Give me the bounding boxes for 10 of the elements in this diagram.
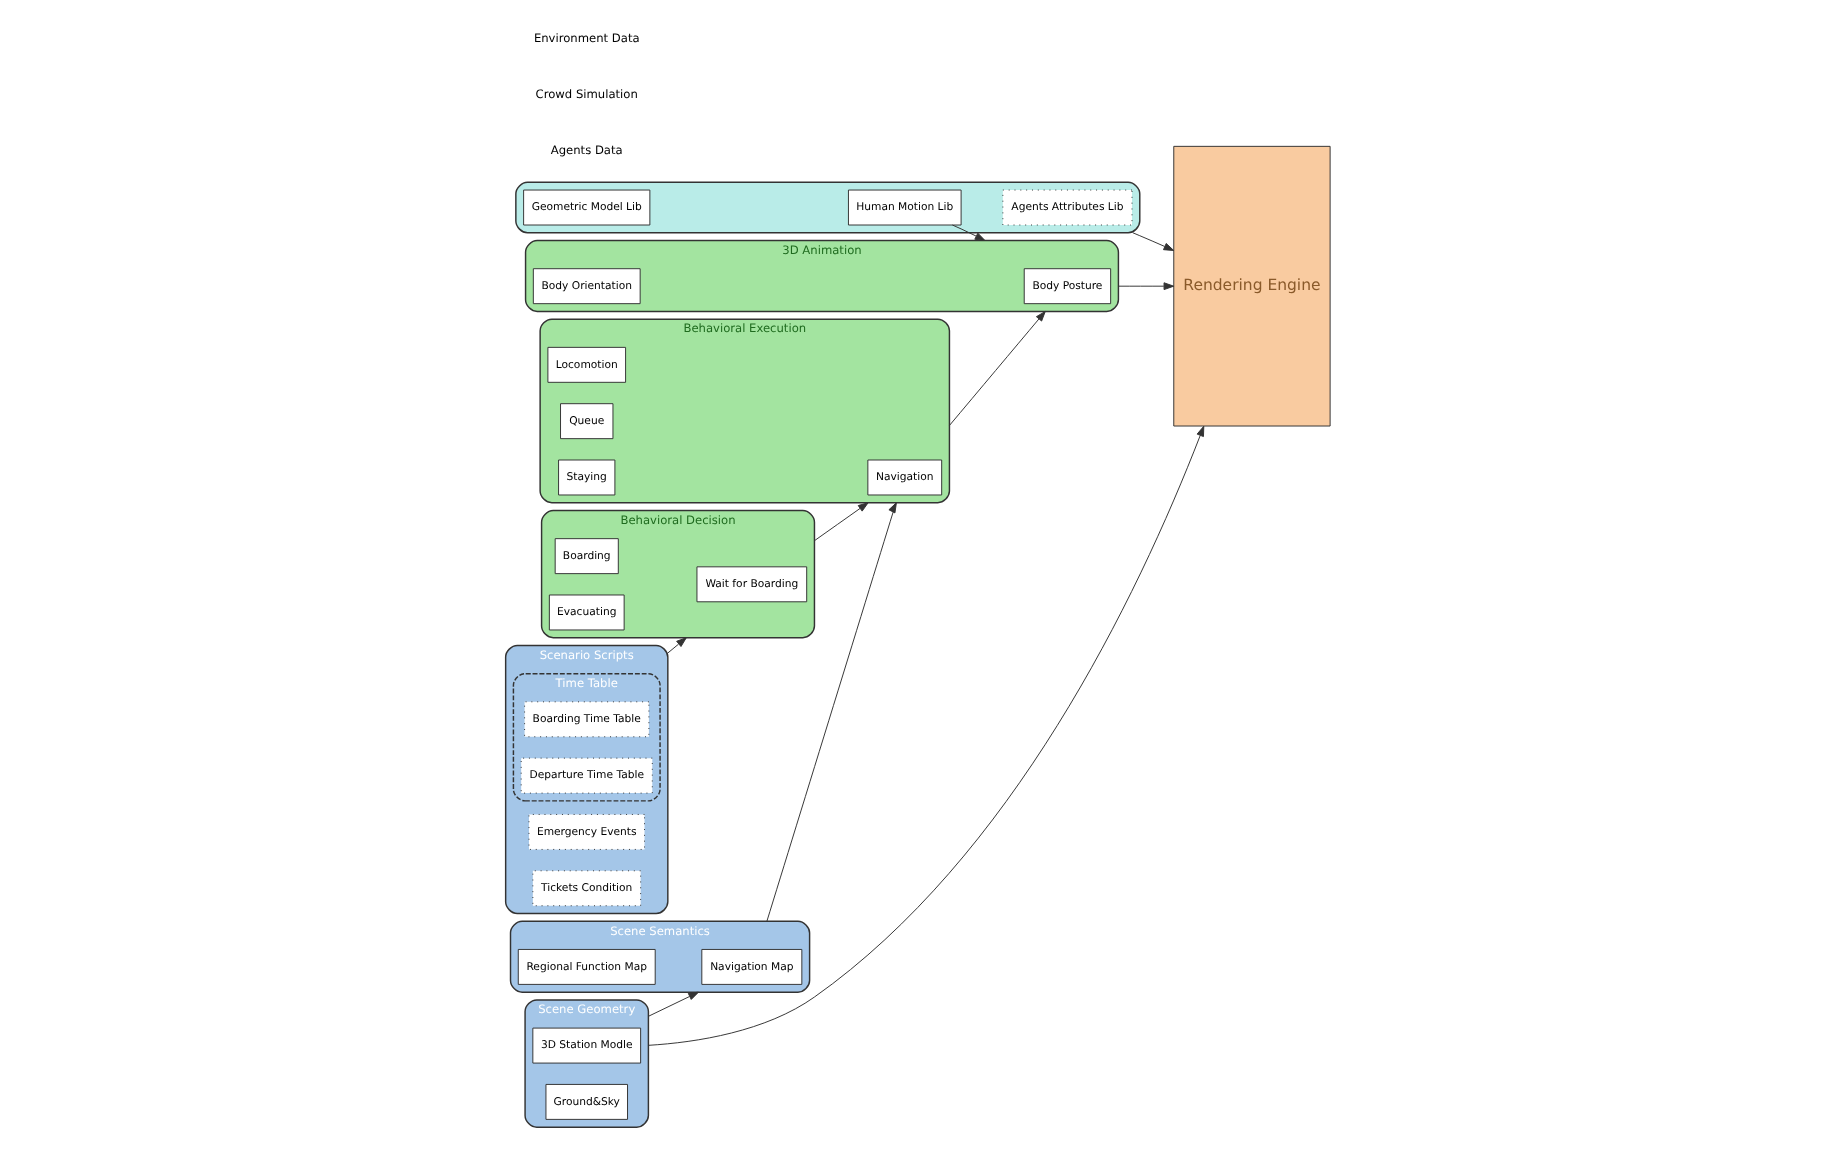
arrow [950, 224, 985, 242]
arrow [812, 502, 868, 542]
arrow [947, 310, 1045, 426]
arrow [1116, 282, 1174, 291]
arrow [1131, 232, 1174, 251]
cluster [514, 181, 1140, 234]
arrow [765, 502, 896, 922]
arrow [666, 637, 686, 654]
arrow [646, 425, 1204, 1046]
arrow [646, 991, 698, 1017]
